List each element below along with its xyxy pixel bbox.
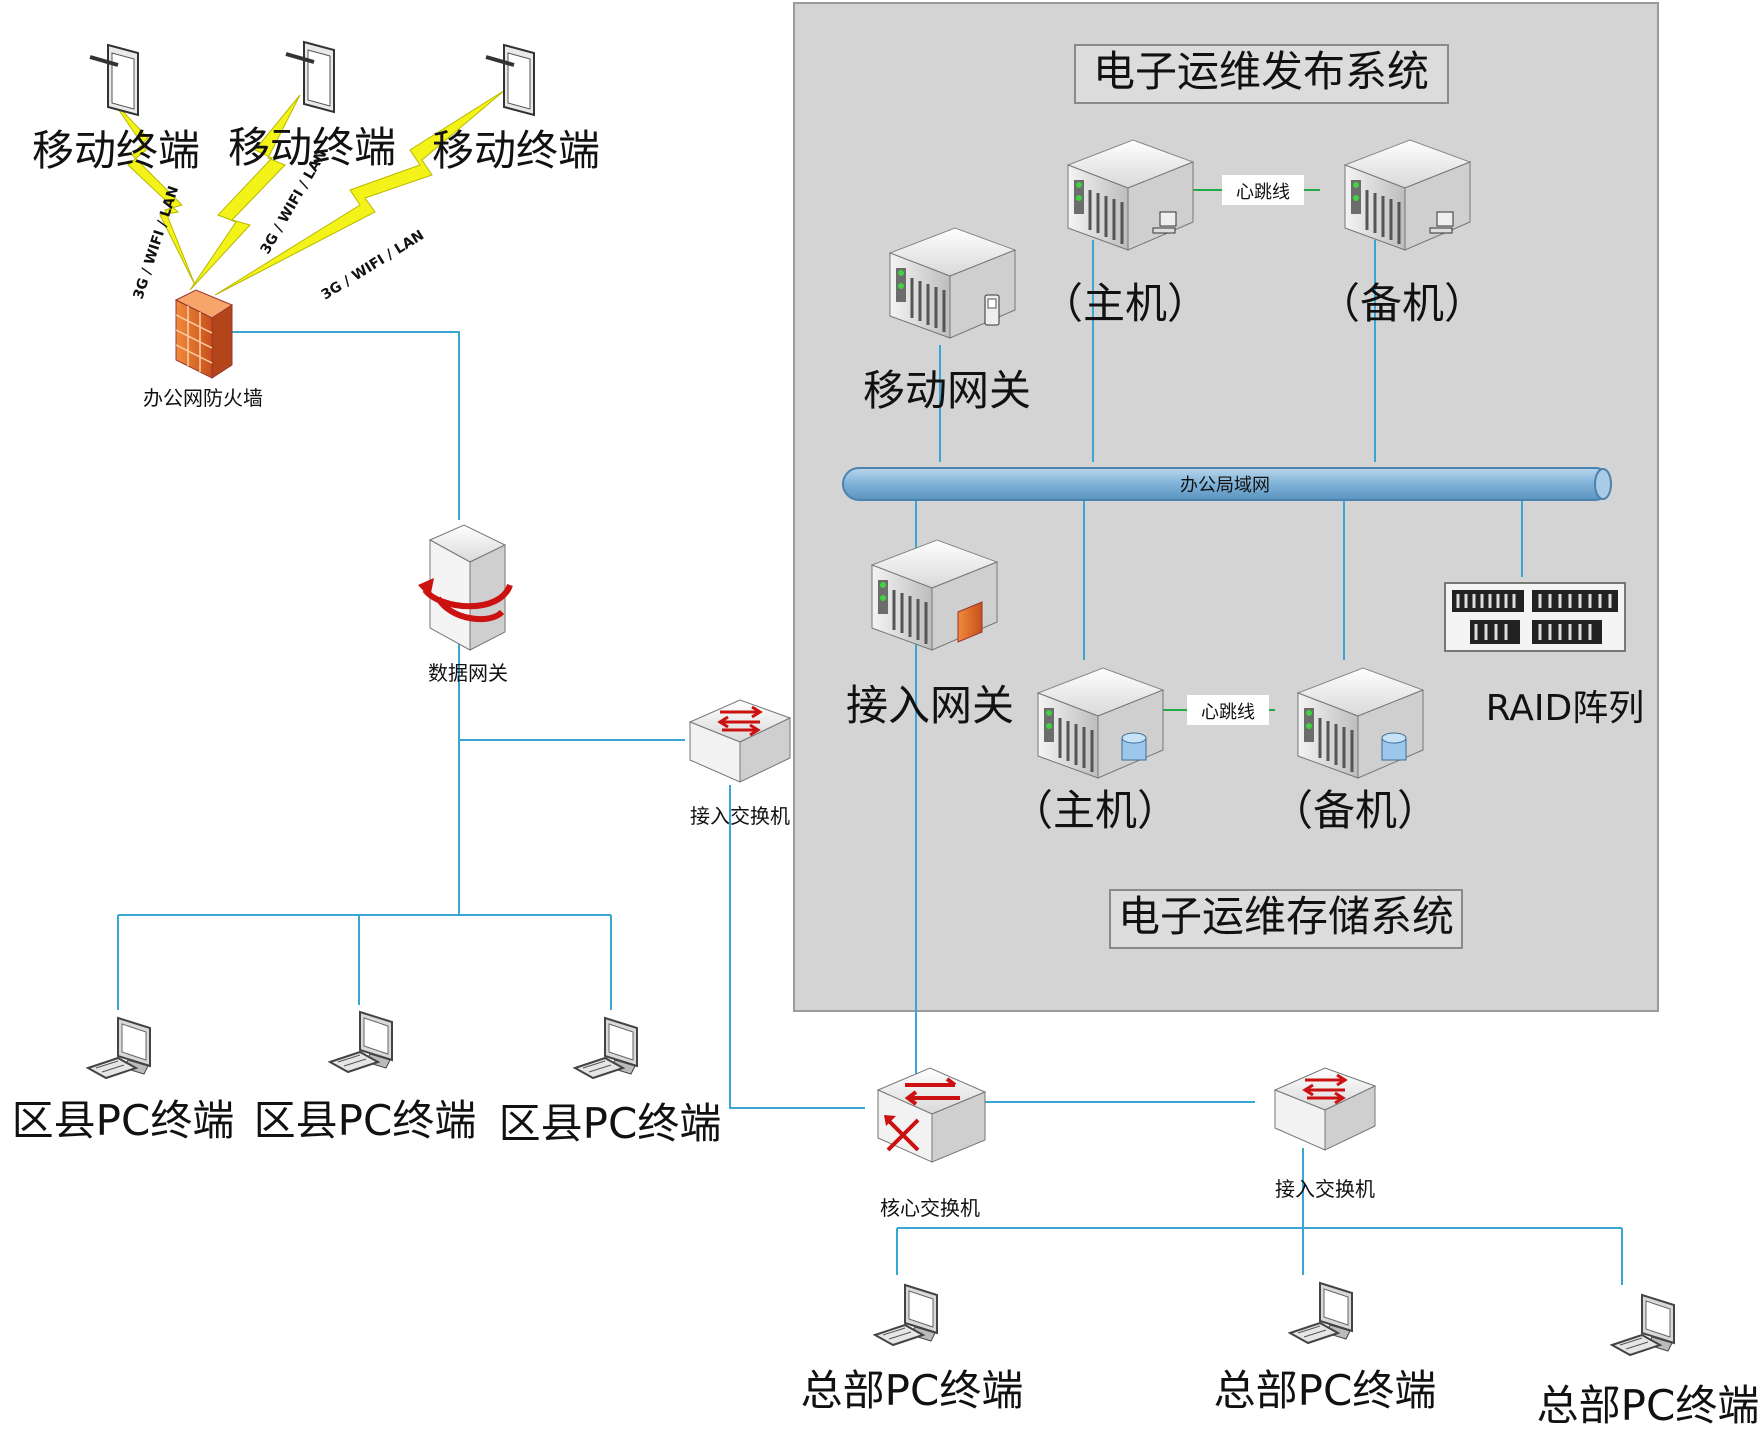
mobile-gateway-phone-icon — [984, 294, 1000, 326]
raid-label: RAID阵列 — [1486, 688, 1645, 729]
access-switch-left-icon — [688, 698, 792, 784]
publish-backup-pc-icon — [1429, 211, 1454, 234]
mobile-gateway-label: 移动网关 — [863, 366, 1031, 415]
access-switch-right-label: 接入交换机 — [1275, 1177, 1375, 1201]
county-pc-icon — [87, 1017, 151, 1079]
hq-pc-label-3: 总部PC终端 — [1537, 1381, 1760, 1430]
firewall-label: 办公网防火墙 — [143, 386, 263, 410]
county-pc-icon — [329, 1011, 393, 1073]
publish-backup-label: （备机） — [1318, 279, 1486, 328]
publish-system-title: 电子运维发布系统 — [1093, 47, 1429, 96]
mobile-terminal-label-3: 移动终端 — [432, 126, 600, 175]
hq-pc-label-2: 总部PC终端 — [1214, 1366, 1437, 1415]
office-lan-label: 办公局域网 — [1180, 475, 1270, 496]
storage-backup-db-icon — [1381, 732, 1407, 761]
county-pc-icon — [574, 1017, 638, 1079]
wireless-link-3 — [214, 89, 506, 296]
hq-pc-icon — [1289, 1282, 1353, 1344]
core-switch-label: 核心交换机 — [880, 1196, 980, 1220]
storage-backup-label: （备机） — [1271, 786, 1439, 835]
data-gateway-icon — [418, 524, 513, 651]
publish-master-label: （主机） — [1041, 279, 1209, 328]
link-firewall-gateway — [228, 331, 460, 520]
county-pc-label-3: 区县PC终端 — [499, 1099, 722, 1148]
heartbeat-bottom-box — [1187, 695, 1269, 725]
mobile-phone-icon — [284, 40, 336, 114]
mobile-terminal-label-2: 移动终端 — [228, 123, 396, 172]
firewall-icon — [174, 289, 234, 379]
access-gateway-firewall-icon — [957, 601, 983, 643]
link-access-switch-core — [729, 785, 865, 1109]
access-gateway-label: 接入网关 — [846, 681, 1014, 730]
hq-pc-icon — [1611, 1294, 1675, 1356]
storage-master-label: （主机） — [1011, 786, 1179, 835]
storage-system-title: 电子运维存储系统 — [1118, 892, 1454, 941]
publish-title-box — [1074, 44, 1449, 104]
mobile-phone-icon — [88, 43, 140, 117]
wireless-link-3-label: 3G / WIFI / LAN — [319, 227, 427, 303]
access-switch-right-icon — [1273, 1066, 1377, 1152]
office-lan-pipe — [842, 467, 1612, 501]
access-switch-left-label: 接入交换机 — [690, 804, 790, 828]
system-panel — [793, 2, 1659, 1012]
county-pc-label-2: 区县PC终端 — [254, 1096, 477, 1145]
hq-pc-label-1: 总部PC终端 — [801, 1366, 1024, 1415]
heartbeat-bottom-label: 心跳线 — [1201, 702, 1255, 723]
storage-master-db-icon — [1121, 732, 1147, 761]
core-switch-icon — [876, 1067, 987, 1163]
wireless-link-2 — [189, 94, 301, 291]
mobile-terminal-label-1: 移动终端 — [32, 126, 200, 175]
county-pc-label-1: 区县PC终端 — [12, 1096, 235, 1145]
raid-array-icon — [1444, 582, 1626, 652]
mobile-phone-icon — [484, 43, 536, 117]
publish-master-pc-icon — [1152, 211, 1177, 234]
storage-title-box — [1109, 889, 1463, 949]
data-gateway-label: 数据网关 — [428, 661, 508, 685]
heartbeat-top-box — [1222, 175, 1304, 205]
heartbeat-top-label: 心跳线 — [1236, 182, 1290, 203]
hq-pc-icon — [874, 1284, 938, 1346]
